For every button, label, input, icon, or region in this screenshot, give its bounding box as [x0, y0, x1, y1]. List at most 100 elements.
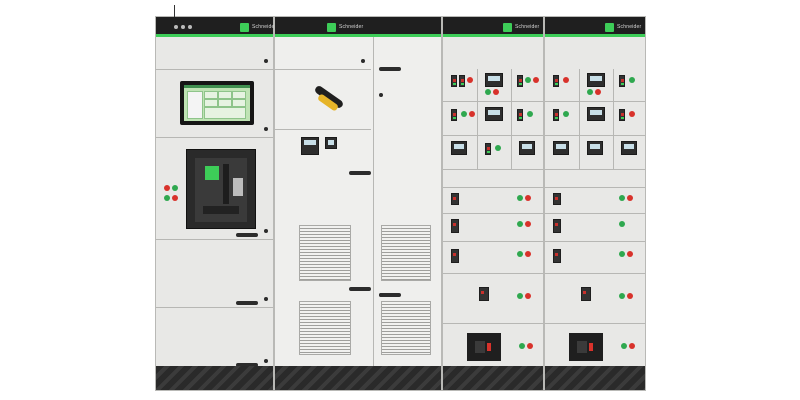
indicator-lamp-icon [629, 77, 635, 83]
incomer-cabinet: Schneider [155, 5, 276, 391]
power-meter [587, 141, 603, 155]
door-lock-icon[interactable] [361, 59, 365, 63]
door-divider [373, 37, 374, 366]
door-handle[interactable] [379, 293, 401, 297]
protection-relay [517, 109, 523, 121]
drawer-divider [545, 187, 645, 188]
drawer-divider [443, 241, 543, 242]
indicator-lamp-icon [493, 89, 499, 95]
motor-starter[interactable] [451, 249, 459, 263]
door-handle[interactable] [379, 67, 401, 71]
indicator-lamp-icon [519, 343, 525, 349]
hmi-touchscreen[interactable] [180, 81, 254, 125]
schneider-logo-icon [503, 22, 512, 32]
motor-starter[interactable] [479, 287, 489, 301]
motor-starter[interactable] [553, 249, 561, 263]
indicator-lamp-icon [627, 195, 633, 201]
motor-starter[interactable] [553, 193, 561, 205]
cabinet-base [275, 366, 441, 390]
door-divider [275, 129, 371, 130]
indicator-lamp-icon [461, 111, 467, 117]
door-lock-icon[interactable] [264, 59, 268, 63]
door-lock-icon[interactable] [264, 297, 268, 301]
racking-slot[interactable] [203, 206, 239, 214]
indicator-lamp-icon [627, 293, 633, 299]
indicator-lamp-icon [619, 251, 625, 257]
motor-starter[interactable] [581, 287, 591, 301]
indicator-lamp-icon [619, 221, 625, 227]
indicator-lamp-icon [563, 77, 569, 83]
status-dot-icon [188, 25, 192, 29]
door-lock-icon[interactable] [264, 229, 268, 233]
drawer-divider [545, 273, 645, 274]
door-handle[interactable] [236, 363, 258, 367]
door-lock-icon[interactable] [379, 293, 383, 297]
power-cabinet: Schneider [274, 16, 442, 391]
indicator-lamp-icon [629, 111, 635, 117]
brand-badge: Schneider [327, 22, 363, 32]
door-divider [156, 307, 273, 308]
air-circuit-breaker[interactable] [186, 149, 256, 229]
indicator-lamp-icon [621, 343, 627, 349]
brand-label: Schneider [515, 24, 540, 30]
selector-switch[interactable] [325, 137, 337, 149]
door-lock-icon[interactable] [264, 127, 268, 131]
indicator-lamp-icon [172, 195, 178, 201]
molded-case-breaker[interactable] [467, 333, 501, 361]
door-handle[interactable] [349, 287, 371, 291]
indicator-lamp-icon [172, 185, 178, 191]
drawer-divider [443, 323, 543, 324]
power-meter [587, 107, 605, 121]
hmi-screen[interactable] [184, 85, 250, 121]
mcc-cabinet-1: Schneider [442, 16, 544, 391]
drawer-divider [545, 213, 645, 214]
indicator-lamp-icon [595, 89, 601, 95]
cabinet-top-band: Schneider [545, 17, 645, 37]
status-dot-icon [174, 25, 178, 29]
indicator-lamp-icon [525, 293, 531, 299]
motor-starter[interactable] [553, 219, 561, 233]
indicator-lamp-icon [517, 195, 523, 201]
indicator-lamp-icon [517, 293, 523, 299]
door-handle[interactable] [236, 233, 258, 237]
motor-starter[interactable] [451, 219, 459, 233]
protection-relay [553, 75, 559, 87]
power-meter [301, 137, 319, 155]
drawer-divider [443, 187, 543, 188]
door-handle[interactable] [349, 171, 371, 175]
protection-relay [451, 75, 457, 87]
cabinet-base [545, 366, 645, 390]
ventilation-louvers [299, 301, 351, 355]
indicator-lamp-icon [629, 343, 635, 349]
ventilation-louvers [381, 301, 431, 355]
charging-handle[interactable] [223, 164, 229, 204]
door-lock-icon[interactable] [264, 359, 268, 363]
drawer-divider [477, 69, 478, 169]
indicator-lamp-icon [527, 111, 533, 117]
door-lock-icon[interactable] [379, 93, 383, 97]
indicator-lamp-icon [587, 89, 593, 95]
brand-badge: Schneider [240, 22, 276, 32]
indicator-lamp-icon [525, 195, 531, 201]
protection-relay [553, 109, 559, 121]
indicator-lamp-icon [469, 111, 475, 117]
molded-case-breaker[interactable] [569, 333, 603, 361]
indicator-lamp-icon [525, 77, 531, 83]
drawer-divider [545, 323, 645, 324]
door-divider [156, 137, 273, 138]
indicator-lamp-icon [525, 251, 531, 257]
brand-label: Schneider [617, 24, 642, 30]
power-meter [451, 141, 467, 155]
protection-relay [619, 109, 625, 121]
brand-badge: Schneider [503, 22, 539, 32]
door-handle[interactable] [236, 301, 258, 305]
cabinet-brand-strip [174, 22, 192, 32]
motor-starter[interactable] [451, 193, 459, 205]
power-meter [553, 141, 569, 155]
drawer-divider [443, 213, 543, 214]
mcc-cabinet-2: Schneider [544, 16, 646, 391]
drawer-divider [545, 169, 645, 170]
brand-label: Schneider [252, 24, 277, 30]
cabinet-base [443, 366, 543, 390]
drawer-divider [545, 101, 645, 102]
